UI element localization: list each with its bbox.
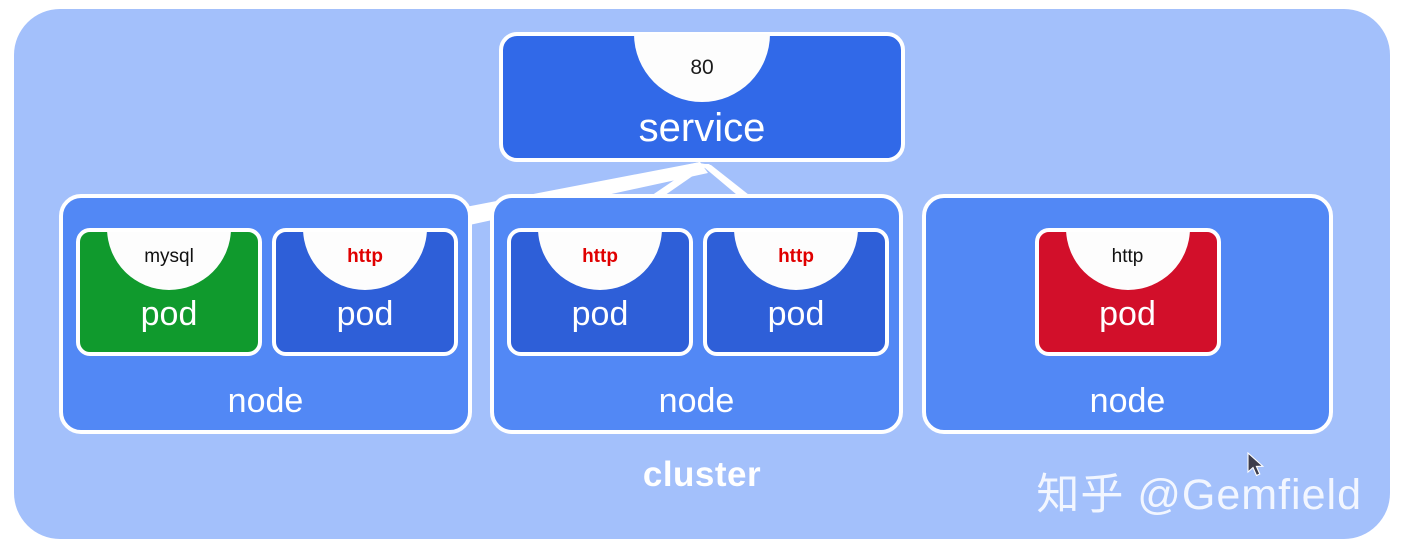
node-label: node <box>227 382 304 420</box>
node-label: node <box>658 382 735 420</box>
node-label: node <box>1089 382 1166 420</box>
pod-label: pod <box>767 295 825 333</box>
pod-app-label: mysql <box>144 246 194 267</box>
node-2[interactable]: http pod http pod node <box>490 194 903 434</box>
pod-app-label: http <box>582 246 618 267</box>
pod-label: pod <box>336 295 394 333</box>
pod-label: pod <box>140 295 198 333</box>
pod-app-notch: http <box>538 232 662 290</box>
service-port-notch: 80 <box>634 34 770 102</box>
pod-app-label: http <box>778 246 814 267</box>
service-label: service <box>638 106 766 150</box>
cluster-label: cluster <box>642 455 762 494</box>
pod-app-notch: http <box>1065 232 1190 290</box>
pod-http-2[interactable]: http pod <box>507 228 693 356</box>
pod-app-notch: mysql <box>107 232 231 290</box>
watermark: 知乎 @Gemfield <box>1036 471 1362 519</box>
pod-mysql[interactable]: mysql pod <box>76 228 262 356</box>
pod-app-label: http <box>347 246 383 267</box>
pod-http-4[interactable]: http pod <box>1034 228 1221 356</box>
node-3[interactable]: http pod node <box>922 194 1333 434</box>
mouse-pointer-icon <box>1247 452 1265 477</box>
node-1[interactable]: mysql pod http pod node <box>59 194 472 434</box>
pod-http-1[interactable]: http pod <box>272 228 458 356</box>
service-box[interactable]: 80 service <box>499 32 905 162</box>
service-port-label: 80 <box>690 56 714 79</box>
pod-app-notch: http <box>734 232 858 290</box>
pod-http-3[interactable]: http pod <box>703 228 889 356</box>
pod-label: pod <box>571 295 629 333</box>
pod-app-notch: http <box>303 232 427 290</box>
pod-app-label: http <box>1111 246 1144 267</box>
pod-label: pod <box>1099 295 1156 333</box>
